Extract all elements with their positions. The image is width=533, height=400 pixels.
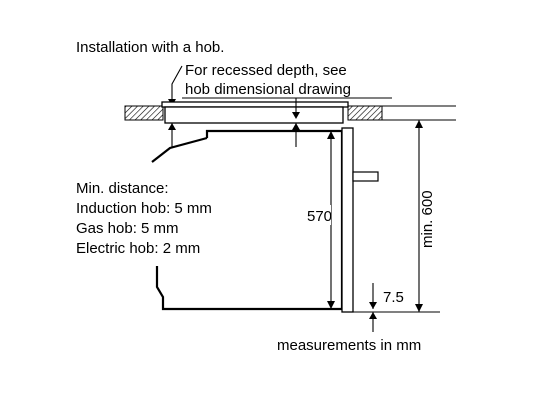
- oven-knob: [352, 171, 379, 182]
- recess-depth-arrow: [292, 112, 300, 119]
- dim-570-arrow-bottom: [327, 301, 335, 309]
- oven-front-panel: [341, 127, 354, 313]
- min-distance-heading: Min. distance:: [76, 180, 169, 197]
- dim-570-label-bg: [307, 205, 331, 225]
- recess-note-leader: [171, 65, 183, 104]
- dim-min600-arrow-top: [415, 120, 423, 128]
- min-distance-gas: Gas hob: 5 mm: [76, 220, 179, 237]
- dim-570-label: 570: [307, 208, 332, 225]
- min-distance-arrow-left: [168, 123, 176, 130]
- worktop-right: [347, 105, 383, 121]
- hob-top: [161, 101, 349, 108]
- dim-7-5-arrow-bottom: [369, 312, 377, 319]
- hob-body: [164, 106, 344, 124]
- dim-7-5-arrow-top: [369, 302, 377, 309]
- dim-min600-label: min. 600: [419, 190, 436, 248]
- oven-outline: [155, 129, 344, 311]
- recess-note-line1: For recessed depth, see: [185, 62, 347, 79]
- min-distance-electric: Electric hob: 2 mm: [76, 240, 200, 257]
- min-distance-arrow-right: [292, 123, 300, 130]
- diagram-title: Installation with a hob.: [76, 39, 224, 56]
- dim-7-5-label: 7.5: [383, 289, 404, 306]
- recess-note-line2: hob dimensional drawing: [185, 81, 351, 98]
- oven-top-panel: [151, 136, 208, 163]
- dim-570-arrow-top: [327, 131, 335, 139]
- min-distance-induction: Induction hob: 5 mm: [76, 200, 212, 217]
- dim-min600-arrow-bottom: [415, 304, 423, 312]
- worktop-left: [124, 105, 164, 121]
- units-note: measurements in mm: [277, 337, 421, 354]
